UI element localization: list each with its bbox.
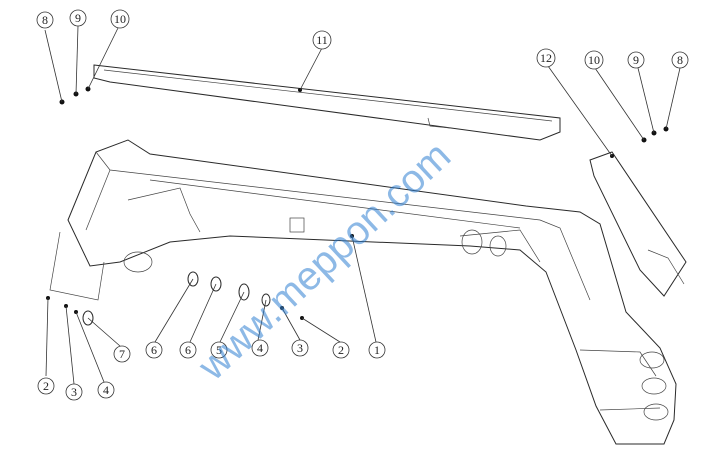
leader-lines: [44, 25, 681, 385]
svg-text:10: 10: [588, 53, 600, 67]
callout-11: 11: [312, 30, 332, 50]
svg-text:2: 2: [338, 343, 344, 357]
callout-6-b: 6: [179, 341, 197, 359]
svg-text:3: 3: [297, 341, 303, 355]
svg-text:11: 11: [316, 33, 328, 47]
svg-text:9: 9: [633, 53, 639, 67]
svg-text:12: 12: [540, 51, 552, 65]
callout-10-left: 10: [110, 9, 130, 29]
callouts: 8 9 10 11 12 10 9 8: [36, 9, 689, 401]
callout-2-left: 2: [37, 377, 55, 395]
svg-text:8: 8: [42, 13, 48, 27]
callout-5: 5: [210, 341, 228, 359]
callout-10-right: 10: [584, 50, 604, 70]
callout-4-left: 4: [97, 381, 115, 399]
callout-3-mid: 3: [291, 339, 309, 357]
callout-7: 7: [113, 345, 131, 363]
watermark-text: www.meppon.com: [189, 134, 459, 390]
callout-6-a: 6: [145, 341, 163, 359]
svg-text:8: 8: [677, 53, 683, 67]
boom-frame-1: [49, 139, 677, 445]
side-plate-12: [589, 151, 687, 297]
svg-text:1: 1: [374, 343, 380, 357]
callout-8-left: 8: [36, 11, 54, 29]
callout-1: 1: [368, 341, 386, 359]
callout-4-mid: 4: [251, 339, 269, 357]
svg-text:7: 7: [119, 347, 125, 361]
svg-text:5: 5: [216, 343, 222, 357]
svg-text:4: 4: [257, 341, 263, 355]
svg-text:10: 10: [114, 12, 126, 26]
callout-2-mid: 2: [332, 341, 350, 359]
cover-plate-11: [93, 64, 561, 141]
callout-8-right: 8: [671, 51, 689, 69]
svg-text:6: 6: [151, 343, 157, 357]
svg-text:3: 3: [71, 385, 77, 399]
svg-text:2: 2: [43, 379, 49, 393]
svg-text:6: 6: [185, 343, 191, 357]
callout-9-right: 9: [627, 51, 645, 69]
callout-12: 12: [536, 48, 556, 68]
callout-9-left: 9: [69, 9, 87, 27]
callout-3-left: 3: [65, 383, 83, 401]
svg-text:4: 4: [103, 383, 109, 397]
svg-text:9: 9: [75, 11, 81, 25]
